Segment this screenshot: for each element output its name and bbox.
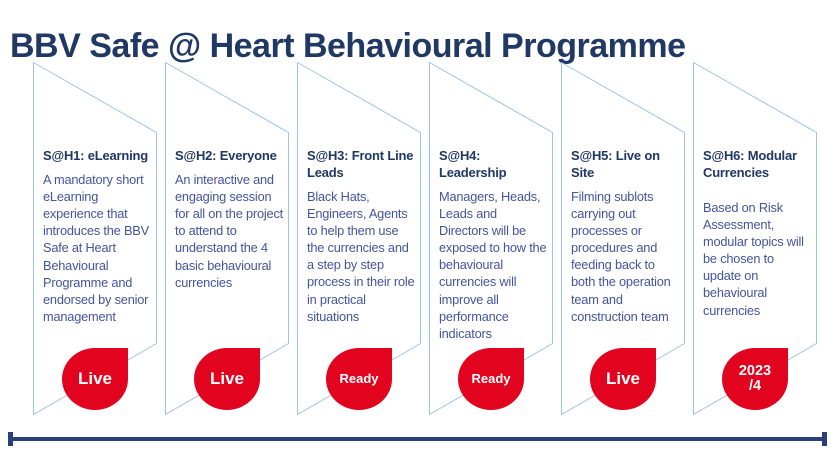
stage-panel-3: S@H3: Front Line Leads Black Hats, Engin… (297, 62, 421, 415)
status-badge-label: Live (77, 369, 113, 389)
stage-panel-5: S@H5: Live on Site Filming sublots carry… (561, 62, 685, 415)
stage-description: Filming sublots carrying out processes o… (571, 188, 671, 324)
panel-outline-shape (429, 62, 553, 415)
status-badge: Live (62, 348, 128, 410)
panel-outline-shape (165, 62, 289, 415)
stage-heading: S@H2: Everyone (175, 148, 277, 163)
stage-description: A mandatory short eLearning experience t… (43, 171, 149, 325)
panel-outline-shape (693, 62, 817, 415)
stage-description: Black Hats, Engineers, Agents to help th… (307, 188, 415, 324)
panel-content: S@H6: Modular Currencies Based on Risk A… (703, 148, 811, 319)
panel-outline-shape (561, 62, 685, 415)
panel-content: S@H5: Live on Site Filming sublots carry… (571, 148, 679, 325)
stage-panel-2: S@H2: Everyone An interactive and engagi… (165, 62, 289, 415)
timeline-right-cap (822, 432, 827, 446)
stage-description: Managers, Heads, Leads and Directors wil… (439, 188, 547, 341)
panel-outline-shape (33, 62, 157, 415)
stage-heading: S@H3: Front Line Leads (307, 148, 414, 180)
status-badge-label: 2023 /4 (738, 362, 772, 394)
panel-content: S@H1: eLearning A mandatory short eLearn… (43, 148, 151, 325)
stage-description: An interactive and engaging session for … (175, 171, 283, 290)
status-badge: Live (590, 348, 656, 410)
timeline-span-line (8, 432, 827, 446)
panel-content: S@H3: Front Line Leads Black Hats, Engin… (307, 148, 415, 325)
panel-content: S@H2: Everyone An interactive and engagi… (175, 148, 283, 291)
panel-outline-shape (297, 62, 421, 415)
stage-heading: S@H5: Live on Site (571, 148, 660, 180)
stage-heading: S@H6: Modular Currencies (703, 148, 797, 180)
stage-panel-6: S@H6: Modular Currencies Based on Risk A… (693, 62, 817, 415)
stage-panels-row: S@H1: eLearning A mandatory short eLearn… (33, 62, 817, 415)
stage-heading: S@H4: Leadership (439, 148, 507, 180)
stage-heading: S@H1: eLearning (43, 148, 149, 163)
stage-panel-1: S@H1: eLearning A mandatory short eLearn… (33, 62, 157, 415)
stage-description: Based on Risk Assessment, modular topics… (703, 199, 804, 318)
status-badge-label: Live (605, 369, 641, 389)
status-badge-label: Live (209, 369, 245, 389)
status-badge: Live (194, 348, 260, 410)
panel-content: S@H4: Leadership Managers, Heads, Leads … (439, 148, 547, 342)
status-badge: 2023 /4 (722, 348, 788, 410)
status-badge-label: Ready (471, 371, 511, 387)
status-badge-label: Ready (339, 371, 379, 387)
status-badge: Ready (326, 348, 392, 410)
status-badge: Ready (458, 348, 524, 410)
page-title: BBV Safe @ Heart Behavioural Programme (10, 26, 686, 65)
timeline-bar (8, 437, 827, 441)
stage-panel-4: S@H4: Leadership Managers, Heads, Leads … (429, 62, 553, 415)
